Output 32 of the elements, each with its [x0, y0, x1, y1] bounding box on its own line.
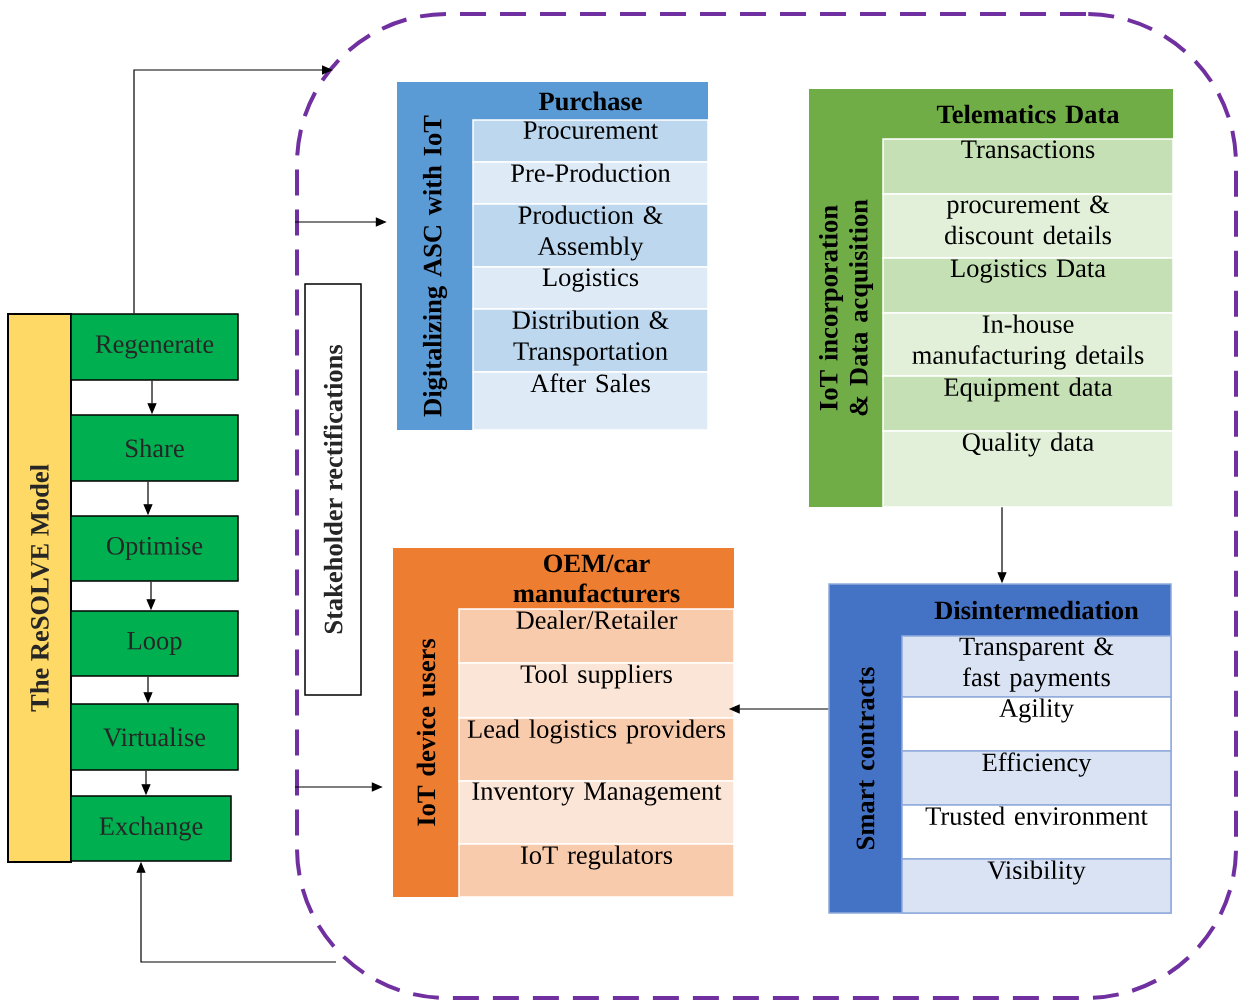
table-cell: Efficiency	[901, 750, 1172, 806]
table-cell: Lead logistics providers	[458, 717, 735, 782]
table-cell: Logistics Data	[882, 257, 1174, 314]
table-cell: Visibility	[901, 858, 1172, 914]
table-cell: Transparent & fast payments	[901, 635, 1172, 698]
table-cell: Transactions	[882, 138, 1174, 195]
table-cell: Equipment data	[882, 375, 1174, 432]
table-cell: Procurement	[472, 119, 709, 163]
process-box: Optimise	[70, 515, 239, 582]
table-cell: After Sales	[472, 371, 709, 431]
side-bar: The ReSOLVE Model	[7, 313, 72, 863]
table-cell: Inventory Management	[458, 780, 735, 845]
process-box: Share	[70, 414, 239, 482]
process-box: Regenerate	[70, 313, 239, 381]
dashed-region	[295, 12, 1238, 1000]
process-box: Loop	[70, 610, 239, 677]
table-cell: Pre-Production	[472, 161, 709, 205]
table-cell: Dealer/Retailer	[458, 608, 735, 664]
table-cell: Tool suppliers	[458, 662, 735, 719]
table-cell: Logistics	[472, 266, 709, 310]
process-box: Virtualise	[70, 703, 239, 771]
table-cell: In-house manufacturing details	[882, 312, 1174, 377]
process-box: Exchange	[70, 795, 232, 862]
label-box: Stakeholder rectifications	[304, 283, 362, 696]
table-cell: Agility	[901, 696, 1172, 752]
table-cell: Quality data	[882, 430, 1174, 508]
arrow	[133, 65, 333, 314]
table-cell: Trusted environment	[901, 804, 1172, 860]
table-cell: IoT regulators	[458, 843, 735, 898]
table-cell: procurement & discount details	[882, 193, 1174, 259]
table-cell: Distribution & Transportation	[472, 308, 709, 373]
table-cell: Production & Assembly	[472, 203, 709, 268]
